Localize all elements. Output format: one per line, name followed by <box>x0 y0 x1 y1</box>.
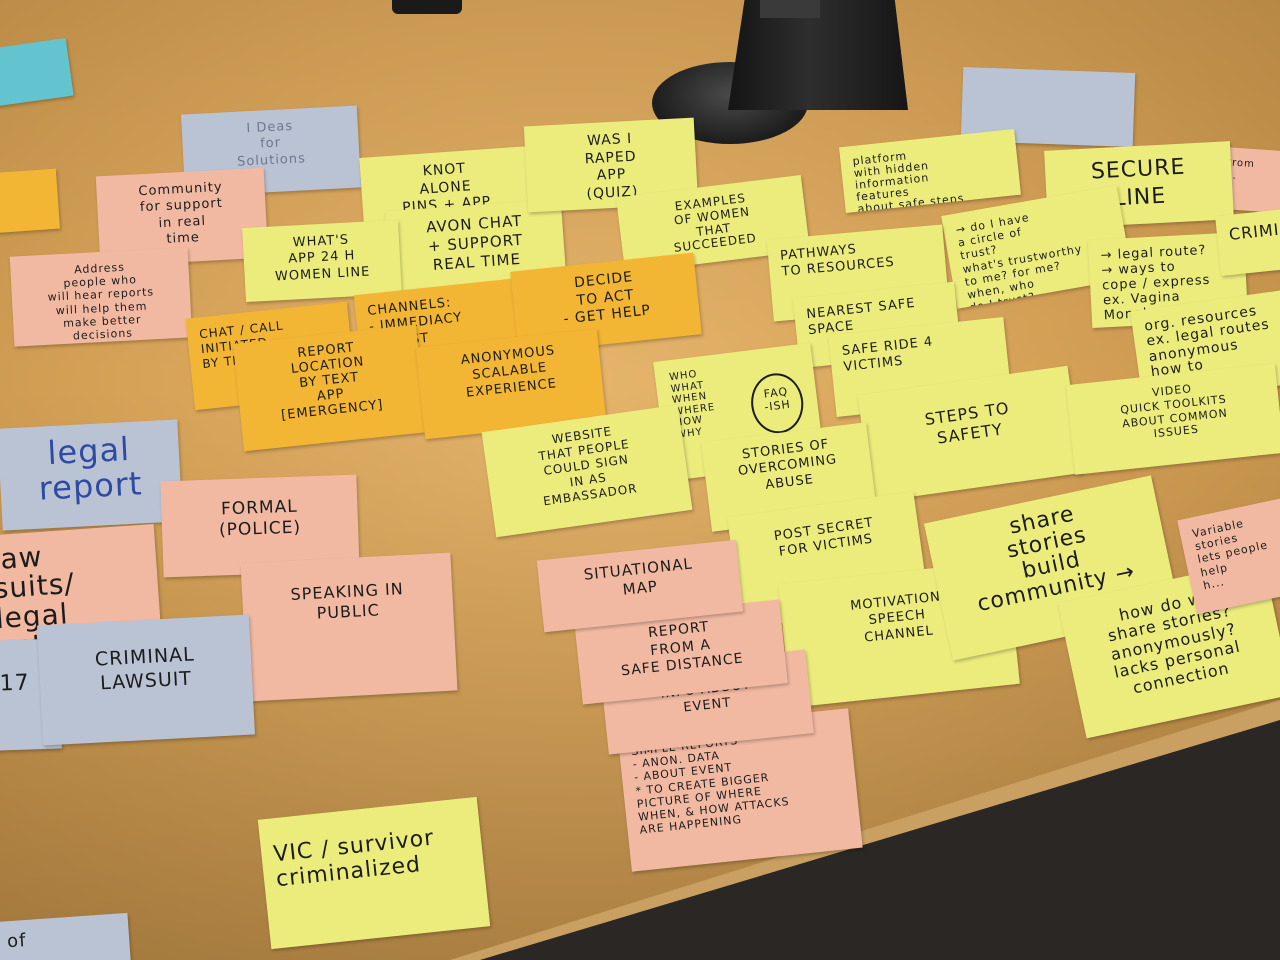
note-whats-app: WHAT'S APP 24 H WOMEN LINE <box>242 219 402 303</box>
note-report-location: REPORT LOCATION BY TEXT APP [EMERGENCY] <box>232 324 428 452</box>
note-orange-edge <box>0 168 60 236</box>
faq-label: FAQ -ISH <box>747 370 807 437</box>
dark-object <box>392 0 462 14</box>
note-speaking-public: SPEAKING IN PUBLIC <box>240 552 458 702</box>
stand-slot <box>760 0 820 18</box>
note-criminal-edge: CRIMINAL <box>1215 207 1280 277</box>
note-bottom-left: of <box>0 912 133 960</box>
note-address-people: Address people who will hear reports wil… <box>9 247 193 347</box>
note-criminal-lawsuit: CRIMINAL LAWSUIT <box>37 614 255 746</box>
note-legal-report: legal report <box>0 419 183 531</box>
note-vic-survivor: VIC / survivor criminalized <box>257 796 491 950</box>
stand-body <box>728 0 908 110</box>
